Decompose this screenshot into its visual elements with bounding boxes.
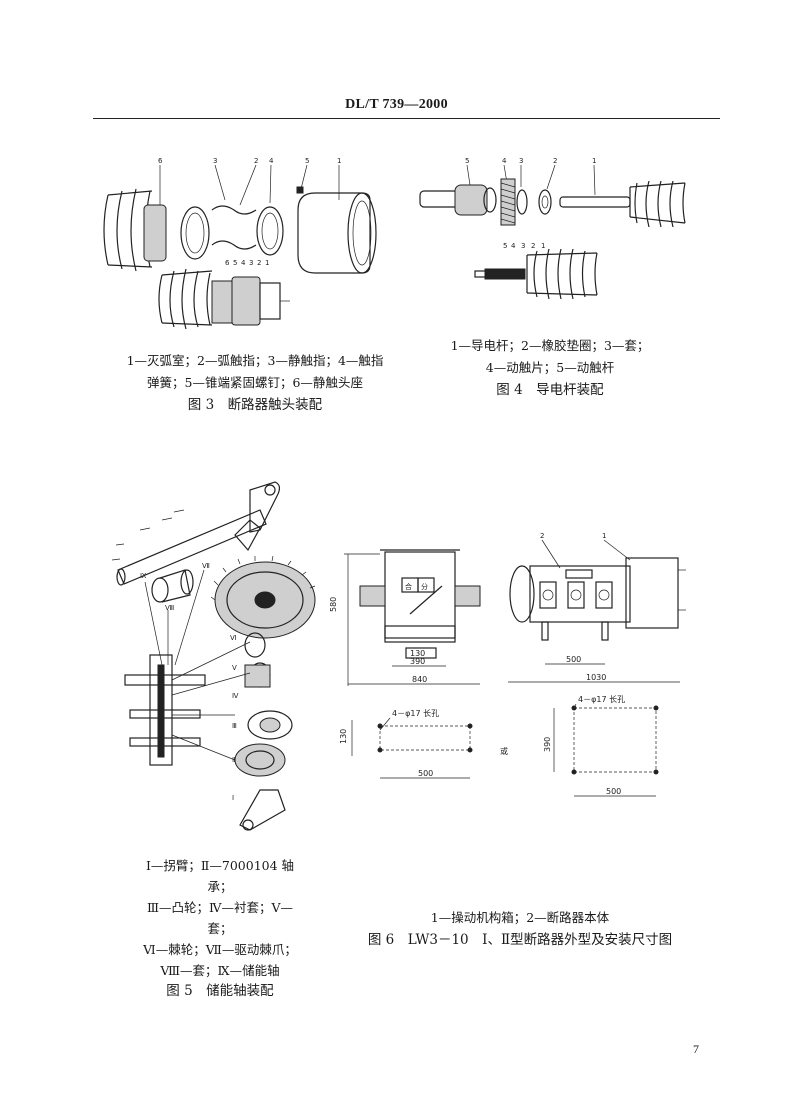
fig3-legend-line1: 1—灭弧室；2—弧触指；3—静触指；4—触指: [126, 353, 384, 368]
fig6-mount-right-dim2: 500: [606, 787, 621, 796]
fig3-callout-4: 4: [269, 157, 274, 165]
fig5-callout-1: Ⅰ: [232, 794, 234, 802]
fig4-legend-line1: 1—导电杆；2—橡胶垫圈；3—套；: [450, 338, 650, 353]
fig3-callout-3: 3: [213, 157, 217, 165]
fig5-callout-5: Ⅴ: [232, 664, 237, 672]
fig3-lower-callout-2: 2: [257, 259, 261, 267]
fig3-callout-5: 5: [305, 157, 309, 165]
fig5-drawing: Ⅶ Ⅸ Ⅷ Ⅵ Ⅴ Ⅳ Ⅲ Ⅱ Ⅰ: [111, 481, 316, 831]
page-number: 7: [693, 1042, 699, 1056]
fig4-drawing: 5 4 3 2 1 5 4 3 2 1: [419, 157, 686, 300]
fig6-drawing: 合 分 580 130 390 840 2 1 500 1030 4－φ17 长…: [329, 532, 686, 797]
fig5-legend-line1: Ⅰ—拐臂；Ⅱ—7000104 轴承；: [145, 858, 295, 894]
fig5-callout-6: Ⅵ: [230, 634, 236, 642]
fig3-lower-callout-4: 4: [241, 259, 246, 267]
fig5-callout-8: Ⅷ: [165, 604, 174, 612]
standard-number-header: DL/T 739—2000: [345, 97, 448, 112]
fig4-lower-callout-1: 1: [541, 242, 545, 250]
fig4-callout-5: 5: [465, 157, 469, 165]
fig4-title: 图 4 导电杆装配: [496, 382, 604, 398]
fig3-lower-callout-6: 6: [225, 259, 230, 267]
fig6-dim-130: 130: [410, 649, 425, 658]
fig6-close-label: 合: [405, 582, 412, 591]
fig6-dim-1030: 1030: [586, 673, 606, 682]
fig5-legend-line2: Ⅲ—凸轮；Ⅳ—衬套；Ⅴ—套；: [146, 900, 294, 936]
fig6-callout-2: 2: [540, 532, 544, 540]
fig6-dim-500: 500: [566, 655, 581, 664]
fig6-title: 图 6 LW3－10 Ⅰ、Ⅱ型断路器外型及安装尺寸图: [367, 932, 673, 948]
fig6-open-label: 分: [421, 582, 428, 591]
fig3-legend-line2: 弹簧；5—锥端紧固螺钉；6—静触头座: [147, 375, 363, 390]
fig5-legend-line4: Ⅷ—套；Ⅸ—储能轴: [160, 963, 280, 978]
fig6-dim-580: 580: [329, 597, 338, 612]
fig4-lower-callout-4: 4: [511, 242, 516, 250]
fig5-callout-4: Ⅳ: [232, 692, 239, 700]
fig3-callout-6: 6: [158, 157, 163, 165]
fig6-callout-1: 1: [602, 532, 606, 540]
fig5-callout-7: Ⅶ: [202, 562, 210, 570]
fig4-callout-2: 2: [553, 157, 557, 165]
fig6-mount-right-note: 4－φ17 长孔: [578, 694, 625, 704]
fig6-mount-left-note: 4－φ17 长孔: [392, 708, 439, 718]
fig5-callout-3: Ⅲ: [232, 722, 237, 730]
fig4-callout-1: 1: [592, 157, 596, 165]
fig6-legend: 1—操动机构箱；2—断路器本体: [430, 910, 610, 925]
fig6-dim-840: 840: [412, 675, 427, 684]
fig4-callout-4: 4: [502, 157, 507, 165]
fig3-lower-callout-5: 5: [233, 259, 237, 267]
fig4-lower-callout-3: 3: [521, 242, 525, 250]
fig4-lower-callout-5: 5: [503, 242, 507, 250]
fig6-dim-390: 390: [410, 657, 425, 666]
fig6-mount-left-dim2: 500: [418, 769, 433, 778]
fig3-drawing: 6 3 2 4 5 1 6 5 4 3 2 1: [103, 157, 377, 330]
fig5-title: 图 5 储能轴装配: [166, 983, 274, 999]
fig3-title: 图 3 断路器触头装配: [187, 397, 323, 413]
fig5-legend-line3: Ⅵ—棘轮；Ⅶ—驱动棘爪；: [143, 942, 297, 957]
header-rule: [93, 118, 720, 119]
fig3-callout-1: 1: [337, 157, 341, 165]
fig5-callout-2: Ⅱ: [232, 756, 235, 764]
fig3-callout-2: 2: [254, 157, 258, 165]
fig4-callout-3: 3: [519, 157, 523, 165]
fig6-mount-left-dim1: 130: [339, 729, 348, 744]
fig4-legend-line2: 4—动触片；5—动触杆: [485, 360, 615, 375]
fig6-mount-right-dim1: 390: [543, 737, 552, 752]
fig3-lower-callout-3: 3: [249, 259, 253, 267]
fig3-lower-callout-1: 1: [265, 259, 269, 267]
fig6-or-text: 或: [500, 746, 508, 756]
fig5-callout-9: Ⅸ: [140, 572, 147, 580]
fig4-lower-callout-2: 2: [531, 242, 535, 250]
